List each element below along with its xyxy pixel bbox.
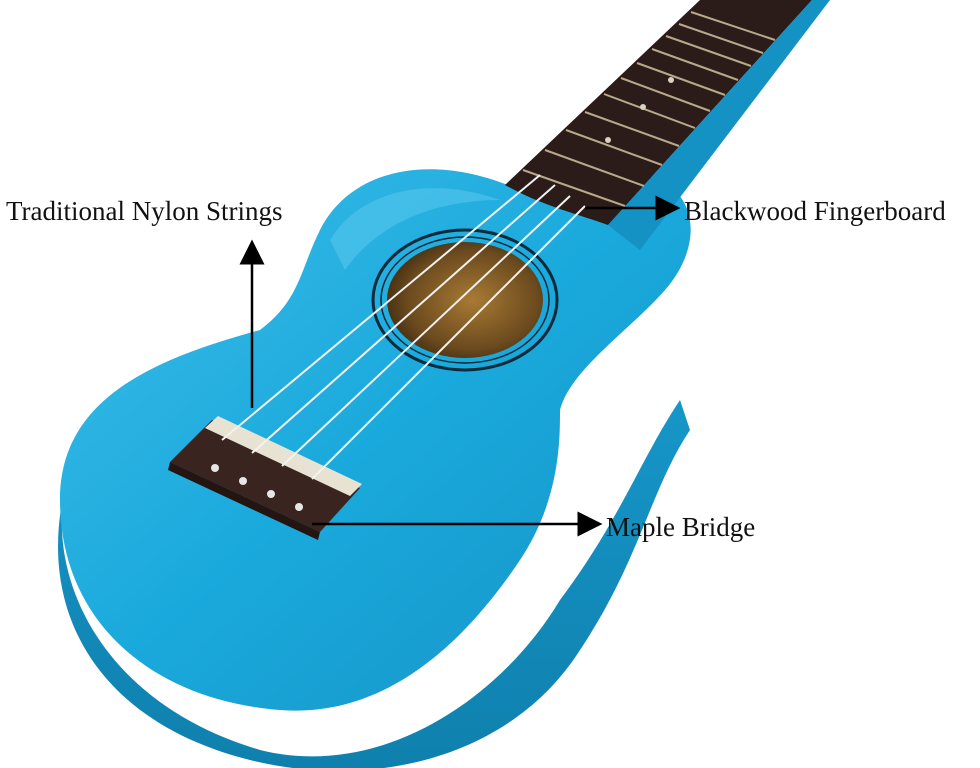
callout-arrows xyxy=(239,195,681,537)
label-blackwood-fingerboard: Blackwood Fingerboard xyxy=(684,196,946,226)
frets xyxy=(522,11,776,207)
fret-markers xyxy=(605,77,674,143)
label-maple-bridge: Maple Bridge xyxy=(606,512,756,542)
bridge-saddle xyxy=(205,416,362,496)
sound-hole-rosette xyxy=(371,228,559,372)
strings xyxy=(221,174,586,480)
body-side xyxy=(58,400,690,768)
bridge-front xyxy=(168,462,320,540)
neck-side xyxy=(608,0,830,250)
body-top xyxy=(60,169,691,711)
sound-hole xyxy=(387,242,543,358)
body-highlight xyxy=(330,188,500,270)
bridge xyxy=(170,420,360,532)
label-traditional-nylon-strings: Traditional Nylon Strings xyxy=(6,196,283,226)
string-ties xyxy=(211,464,303,511)
fingerboard xyxy=(505,0,812,225)
